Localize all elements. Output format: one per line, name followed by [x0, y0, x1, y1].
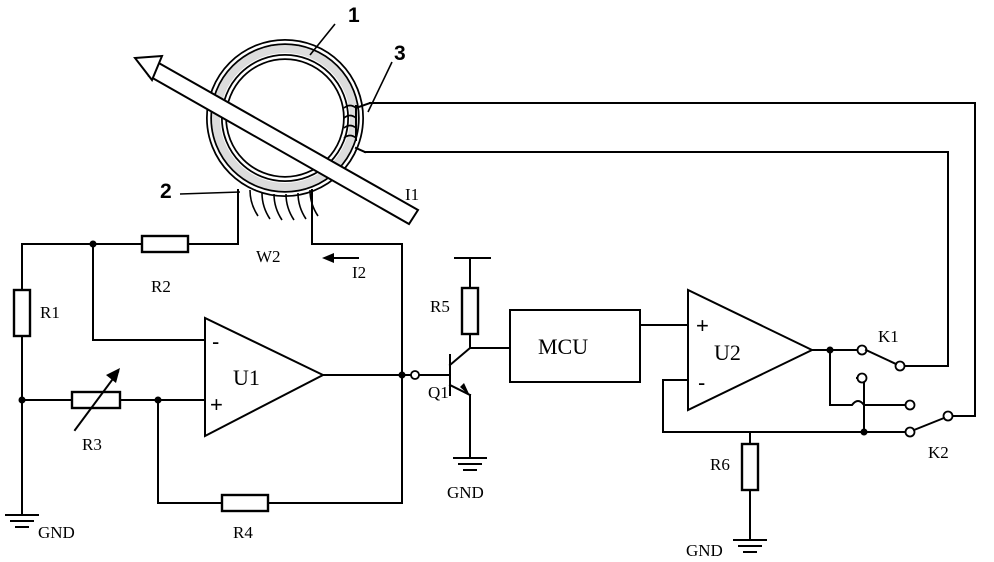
label-mcu: MCU	[538, 334, 588, 359]
label-gnd-r6: GND	[686, 541, 723, 560]
label-u2: U2	[714, 340, 741, 365]
u1-minus-sign: -	[212, 329, 219, 354]
winding-3	[343, 101, 372, 154]
label-ring-1: 1	[348, 4, 360, 27]
variable-arrowhead-r3	[106, 368, 120, 383]
junction-dot	[154, 396, 162, 404]
mcu-block	[509, 309, 641, 383]
label-w2: W2	[256, 247, 281, 266]
label-winding-3: 3	[394, 42, 406, 65]
label-k2: K2	[928, 443, 949, 462]
label-winding-2: 2	[160, 180, 172, 203]
label-gnd-q1: GND	[447, 483, 484, 502]
label-r2: R2	[151, 277, 171, 296]
switch-k1-contact	[856, 372, 868, 384]
variable-arrow-r3	[73, 370, 120, 432]
resistor-r5	[460, 286, 480, 336]
leader-2	[179, 191, 241, 195]
label-r1: R1	[40, 303, 60, 322]
u2-minus-sign: -	[698, 370, 705, 395]
label-i1: I1	[405, 185, 419, 204]
u1-plus-sign: +	[210, 392, 223, 417]
gnd-symbol-r6	[733, 539, 767, 553]
opamp-u1	[204, 316, 326, 438]
switch-k1-common	[894, 360, 906, 372]
gnd-symbol-q1	[453, 457, 487, 471]
label-r6: R6	[710, 455, 730, 474]
primary-conductor-arrow	[133, 54, 420, 226]
gnd-symbol-left	[5, 514, 39, 528]
junction-dot	[89, 240, 97, 248]
label-i2: I2	[352, 263, 366, 282]
resistor-r2	[140, 234, 190, 254]
leader-3	[367, 61, 393, 113]
label-q1: Q1	[428, 383, 449, 402]
label-r4: R4	[233, 523, 253, 542]
i2-arrowhead	[322, 253, 334, 263]
toroid-core	[206, 39, 364, 197]
junction-dot	[398, 371, 406, 379]
junction-dot	[860, 428, 868, 436]
leader-1	[309, 23, 336, 56]
opamp-u2	[687, 288, 815, 412]
label-r5: R5	[430, 297, 450, 316]
junction-dot	[18, 396, 26, 404]
u2-plus-sign: +	[696, 313, 709, 338]
switch-k2-common	[942, 410, 954, 422]
terminal-q1-base	[410, 370, 420, 380]
junction-dot	[826, 346, 834, 354]
wires	[21, 102, 976, 541]
label-gnd-left: GND	[38, 523, 75, 542]
switch-k2-contact	[904, 426, 916, 438]
label-k1: K1	[878, 327, 899, 346]
switch-k2-blade	[912, 416, 946, 432]
label-u1: U1	[233, 365, 260, 390]
winding-w2	[237, 189, 319, 245]
resistor-r4	[220, 493, 270, 513]
switch-k2-contact	[904, 399, 916, 411]
label-r3: R3	[82, 435, 102, 454]
transistor-q1	[448, 346, 472, 397]
resistor-r6	[740, 442, 760, 492]
resistor-r1	[12, 288, 32, 338]
switch-k1-blade	[864, 348, 898, 366]
